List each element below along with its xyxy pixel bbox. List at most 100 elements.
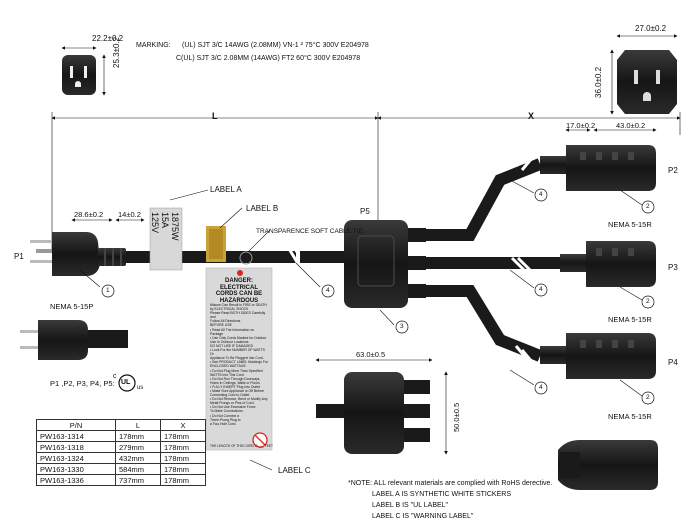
warning-line: ENCLOSED WATTAGE. [210, 364, 247, 369]
ul-logo-icon [118, 374, 136, 392]
warning-line: • Make Sure Appliance is Off Before [210, 388, 264, 393]
warning-line: • Read All The Information on Package [210, 327, 255, 336]
balloon-2c-text: 2 [646, 394, 650, 401]
warning-line: Metal Prongs or Pins of Cord. [210, 401, 255, 406]
warning-line: Please Read BOTH SIDES Carefully and [210, 311, 266, 320]
hub-p5 [344, 220, 426, 308]
cable-tie-callout: TRANSPARENCE SOFT CABLE TIE [256, 228, 363, 235]
warning-line: Use In Outdoor Locations [210, 339, 249, 344]
connector-side-view [558, 440, 658, 490]
cell-l: 584mm [115, 463, 161, 475]
p2-label: P2 [668, 166, 678, 175]
cell-l: 279mm [115, 441, 161, 453]
note-2: LABEL A IS SYNTHETIC WHITE STICKERS [372, 491, 511, 498]
p3-label: P3 [668, 263, 678, 272]
warning-line: • Do Not Run Through Doorways, [210, 376, 261, 381]
label-b-callout: LABEL B [246, 204, 279, 213]
cell-x: 178mm [160, 441, 206, 453]
warning-line: by ELECTRICAL SHOCK [210, 307, 249, 312]
balloon-3-text: 3 [400, 323, 404, 330]
warning-line: Misuse Can Result in FIRE or DEATH [210, 303, 267, 307]
cell-pn: PW163-1318 [36, 441, 116, 453]
plug-face-small [61, 46, 106, 96]
balloon-2a [641, 200, 655, 214]
note-4: LABEL C IS "WARNING LABEL" [372, 513, 474, 520]
dim-l-label: L [212, 111, 218, 121]
cert-text: P1 ,P2, P3, P4, P5: [50, 379, 115, 388]
plug-strain-dim: 14±0.2 [118, 210, 141, 219]
label-a-text: 1875W 15A 125V [150, 212, 180, 241]
col-header-x: X [160, 419, 206, 431]
marking-prefix: MARKING: [136, 42, 171, 49]
socket-width-dim: 27.0±0.2 [635, 24, 667, 33]
cell-pn: PW163-1336 [36, 474, 116, 486]
conn-neck-dim: 17.0±0.2 [566, 121, 596, 130]
warning-line: Three-Prong Plug to [210, 417, 241, 422]
warning-line: BEFORE USE [210, 323, 232, 328]
connector-p4 [540, 333, 656, 379]
warning-footer: THE LENGTH OF THIS CORD IS ___ FEET [210, 444, 273, 448]
warning-line: DO NOT USE IF DAMAGED [210, 343, 254, 348]
balloon-1 [101, 284, 115, 298]
cell-pn: PW163-1324 [36, 452, 116, 464]
warning-line: a Two-Hole Cord. [210, 421, 237, 426]
cell-l: 178mm [115, 430, 161, 442]
ul-c-mark: c [113, 373, 117, 380]
nema-receptacle-2: NEMA 5-15R [608, 315, 652, 324]
p1-label: P1 [14, 252, 24, 261]
warning-line: To Make Connections. [210, 409, 244, 414]
plug-height-dim: 25.3±0.2 [112, 36, 121, 68]
branch-cable-p4 [426, 285, 543, 362]
ul-mark-text: UL [121, 379, 131, 386]
cell-pn: PW163-1314 [36, 430, 116, 442]
note-1: *NOTE: ALL relevant materials are compli… [348, 480, 553, 487]
cell-x: 178mm [160, 474, 206, 486]
cell-l: 737mm [115, 474, 161, 486]
plug-body-dim: 28.6±0.2 [74, 210, 104, 219]
plug-p1 [30, 218, 145, 276]
warning-line: Holes In Ceilings, Walls or Floors [210, 380, 260, 385]
conn-body-dim: 43.0±0.2 [616, 121, 646, 130]
balloon-1-text: 1 [106, 287, 110, 294]
cell-pn: PW163-1330 [36, 463, 116, 475]
balloon-4a-text: 4 [326, 287, 330, 294]
hub-side-view [315, 358, 448, 455]
sticker-line-3: 125V [150, 212, 160, 234]
hub-width-dim: 63.0±0.5 [356, 350, 386, 359]
marking-line-1: (UL) SJT 3/C 14AWG (2.08MM) VN-1 ² 75°C … [182, 42, 369, 49]
note-3: LABEL B IS "UL LABEL" [372, 502, 449, 509]
balloon-4d [534, 381, 548, 395]
branch-cable-p2 [426, 158, 543, 241]
connector-p2 [540, 145, 656, 191]
warning-line: WATTS Into This Cord. [210, 372, 245, 377]
dim-x-label: X [528, 111, 535, 121]
warning-line: • Do Not Remove, Bend or Modify Any [210, 397, 268, 402]
socket-face [610, 34, 678, 115]
marking-line-2: C(UL) SJT 3/C 2.08MM (14AWG) FT2 60°C 30… [176, 55, 361, 62]
balloon-2a-text: 2 [646, 203, 650, 210]
balloon-4b [534, 188, 548, 202]
label-c-warning-tag [205, 267, 273, 451]
balloon-3 [395, 320, 409, 334]
warning-line: • Do Not Connect a [210, 413, 240, 418]
p5-label: P5 [360, 207, 370, 216]
warning-line: • Do Not Use Excessive Force [210, 405, 256, 410]
plug-width-dim: 22.2±0.2 [92, 34, 124, 43]
warning-line: • Do Not Plug More Than Specified [210, 368, 263, 373]
nema-plug-label: NEMA 5-15P [50, 302, 94, 311]
balloon-4d-text: 4 [539, 384, 543, 391]
balloon-2b-text: 2 [646, 298, 650, 305]
cell-x: 178mm [160, 463, 206, 475]
warning-line: • FULLY INSERT Plug Into Outlet [210, 384, 260, 389]
warning-line: Follow All Directions [210, 319, 241, 324]
socket-height-dim: 36.0±0.2 [594, 66, 603, 98]
col-header-pn: P/N [36, 419, 116, 431]
sticker-line-2: 15A [160, 212, 170, 229]
label-a-sticker [149, 207, 183, 271]
sticker-line-1: 1875W [170, 212, 180, 241]
